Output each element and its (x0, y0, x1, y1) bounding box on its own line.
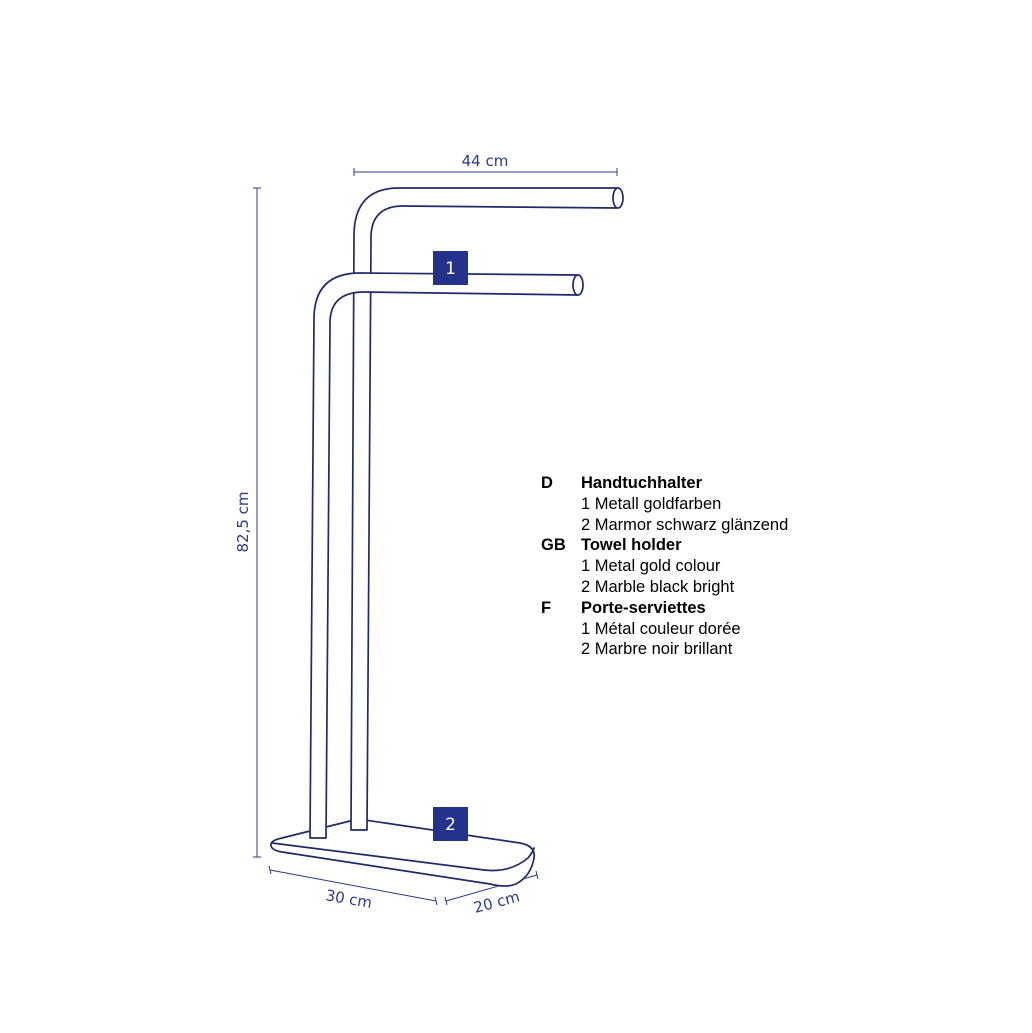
width-label: 44 cm (462, 152, 509, 170)
front-rail (309, 272, 579, 839)
lang-code: GB (541, 536, 566, 555)
part-badge-base: 2 (433, 807, 468, 841)
part-item: 1 Metal gold colour (581, 557, 721, 576)
legend-block-f: F Porte-serviettes 1 Métal couleur dorée… (541, 598, 871, 660)
product-title: Towel holder (581, 536, 682, 555)
base-length-dimension-line (269, 869, 437, 902)
base-plate (270, 818, 536, 887)
base-length-label: 30 cm (324, 886, 373, 912)
front-rail-end (572, 274, 584, 296)
part-badge-rail: 1 (433, 251, 468, 285)
part-item: 1 Metall goldfarben (581, 494, 722, 513)
towel-holder-outline (270, 187, 624, 887)
legend-block-gb: GB Towel holder 1 Metal gold colour 2 Ma… (541, 535, 871, 597)
part-badge-rail-number: 1 (445, 259, 456, 279)
product-title: Handtuchhalter (581, 474, 703, 492)
part-badge-base-number: 2 (445, 815, 456, 835)
back-rail-end (612, 187, 624, 209)
part-item: 2 Marble black bright (581, 577, 735, 596)
parts-legend: D Handtuchhalter 1 Metall goldfarben 2 M… (541, 473, 871, 660)
part-item: 2 Marbre noir brillant (581, 640, 733, 659)
lang-code: D (541, 474, 553, 492)
part-item: 2 Marmor schwarz glänzend (581, 515, 789, 534)
lang-code: F (541, 598, 552, 617)
legend-block-de: D Handtuchhalter 1 Metall goldfarben 2 M… (541, 473, 871, 535)
part-item: 1 Métal couleur dorée (581, 619, 741, 638)
height-label: 82,5 cm (234, 491, 252, 552)
base-plate-top-edge (271, 842, 535, 872)
product-title: Porte-serviettes (581, 598, 706, 617)
